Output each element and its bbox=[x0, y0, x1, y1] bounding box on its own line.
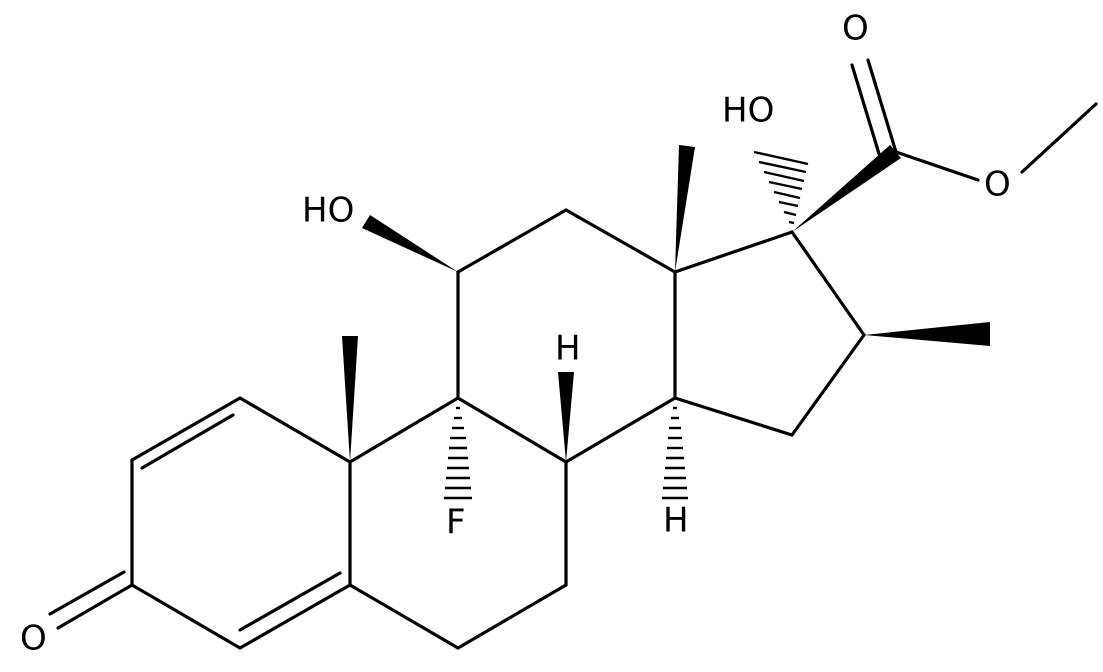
bond-c13-c17 bbox=[673, 230, 794, 274]
bond-carbonyl-ester-o bbox=[894, 150, 980, 182]
label-hydroxyl-17: HO bbox=[722, 91, 774, 131]
hashed-wedges bbox=[444, 150, 809, 500]
label-fluorine: F bbox=[446, 503, 466, 543]
hash-c14-h bbox=[662, 406, 688, 500]
bond-c4-c5-double bbox=[238, 571, 342, 632]
wedge-c8-h bbox=[558, 372, 574, 462]
ring-b bbox=[348, 396, 568, 650]
bond-c3-o-double bbox=[48, 570, 126, 616]
bond-c16-c15 bbox=[790, 333, 866, 437]
bond-c4-c5 bbox=[238, 583, 352, 650]
hash-c9-f bbox=[444, 406, 472, 500]
label-ester-oxygen: O bbox=[984, 165, 1011, 205]
wedge-c11-oh bbox=[362, 215, 458, 272]
atom-labels: O HO HO F H H O O bbox=[20, 9, 1011, 659]
bond-c3-c4 bbox=[130, 583, 242, 650]
label-hydrogen-8: H bbox=[555, 329, 581, 369]
bond-carbonyl-o-double bbox=[850, 63, 882, 159]
bond-c1-c2-double bbox=[140, 413, 235, 470]
wedge-c17-ester bbox=[792, 145, 901, 232]
bond-carbonyl-o bbox=[866, 58, 898, 154]
bond-c11-c12 bbox=[456, 208, 568, 274]
bond-c3-o bbox=[56, 583, 134, 630]
bond-c14-c8 bbox=[564, 396, 677, 464]
bond-c10-c9 bbox=[348, 396, 460, 464]
solid-wedges bbox=[342, 145, 990, 462]
label-carbonyl-oxygen: O bbox=[842, 9, 869, 49]
bond-c12-c13 bbox=[564, 208, 677, 274]
bond-c1-c2 bbox=[130, 396, 242, 462]
wedge-c13-methyl bbox=[675, 145, 695, 272]
bond-c10-c1 bbox=[238, 396, 352, 464]
wedge-c16-methyl bbox=[864, 322, 990, 346]
wedge-c10-methyl bbox=[342, 336, 358, 462]
ring-c bbox=[456, 208, 677, 464]
bond-c9-c8 bbox=[456, 396, 568, 464]
bond-ester-o-methyl bbox=[1020, 102, 1098, 174]
label-hydroxyl-11: HO bbox=[302, 191, 354, 231]
label-ketone-oxygen: O bbox=[20, 619, 47, 659]
ring-d bbox=[673, 230, 866, 437]
bond-c6-c5 bbox=[348, 583, 460, 650]
ring-a bbox=[48, 396, 352, 650]
bond-c15-c14 bbox=[673, 396, 794, 437]
label-hydrogen-14: H bbox=[663, 501, 689, 541]
bond-c17-c16 bbox=[790, 230, 866, 337]
ester-group bbox=[850, 58, 1098, 182]
bond-c7-c6 bbox=[456, 583, 568, 650]
hash-c17-oh bbox=[753, 150, 809, 225]
